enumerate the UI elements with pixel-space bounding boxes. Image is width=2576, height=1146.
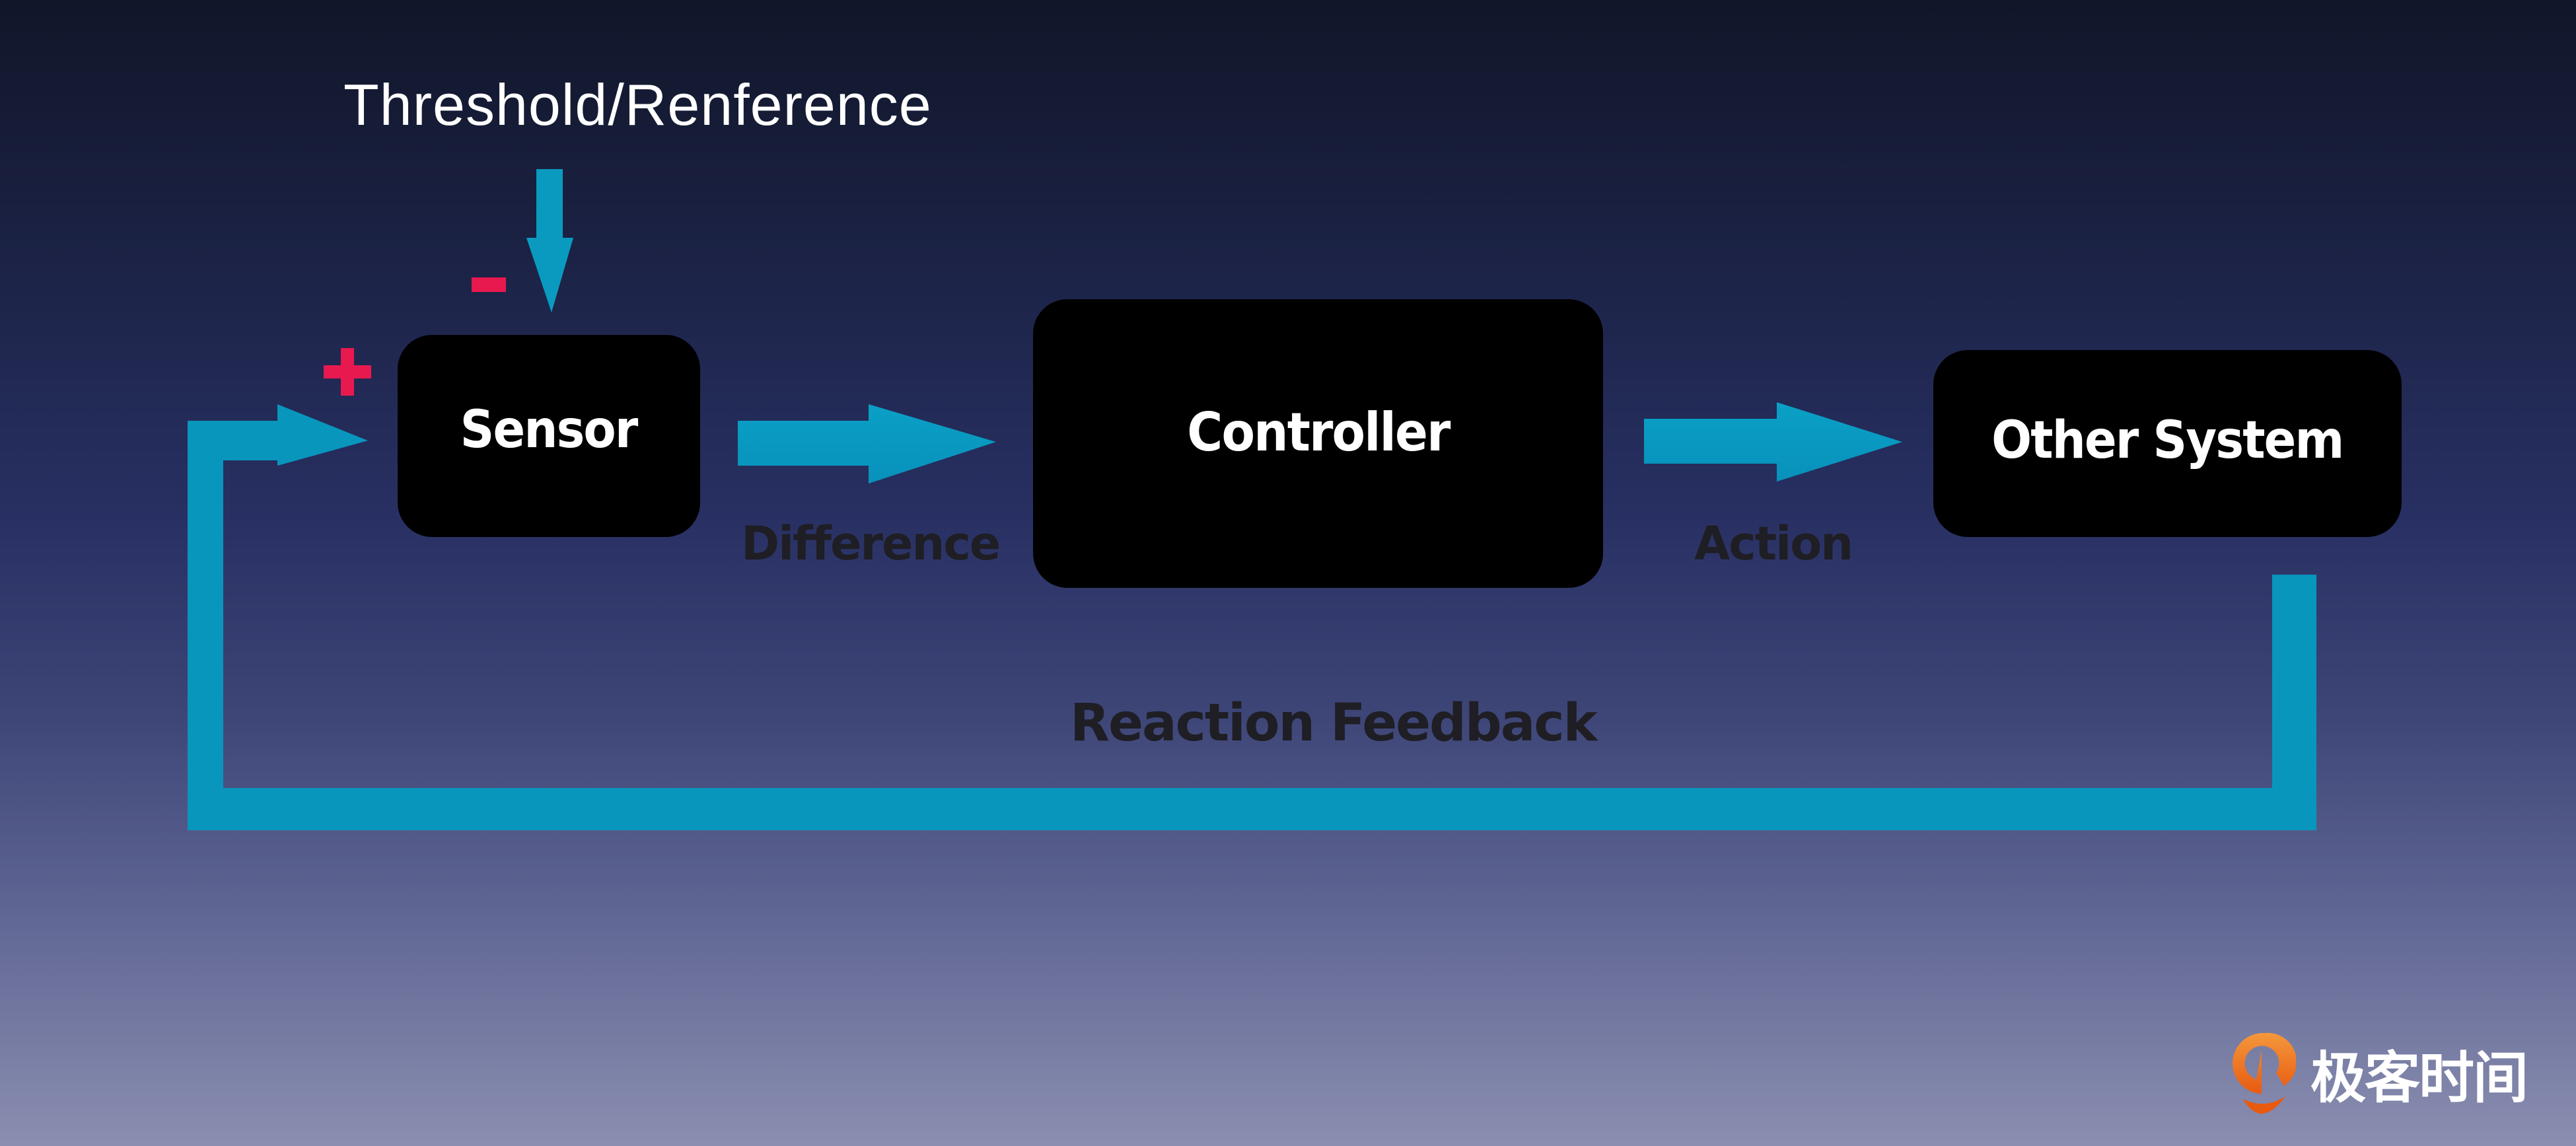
geektime-logo: 极客时间	[2232, 1030, 2528, 1116]
plus-sign-icon	[324, 348, 371, 396]
minus-sign-icon	[472, 277, 506, 292]
controller-label: Controller	[1186, 402, 1450, 463]
sensor-label: Sensor	[460, 400, 639, 460]
geektime-logo-text: 极客时间	[2310, 1045, 2528, 1110]
controller-node: Controller	[1033, 299, 1603, 588]
action-label: Action	[1694, 517, 1853, 571]
reference-arrow	[526, 169, 573, 312]
threshold-reference-label: Threshold/Renference	[343, 72, 932, 137]
reaction-feedback-label: Reaction Feedback	[1070, 694, 1597, 753]
other-system-label: Other System	[1991, 410, 2344, 470]
geektime-logo-icon	[2232, 1030, 2297, 1116]
action-arrow	[1644, 402, 1902, 482]
other-system-node: Other System	[1933, 350, 2402, 537]
difference-arrow	[738, 404, 996, 483]
difference-label: Difference	[741, 517, 1001, 571]
sensor-node: Sensor	[398, 335, 700, 537]
